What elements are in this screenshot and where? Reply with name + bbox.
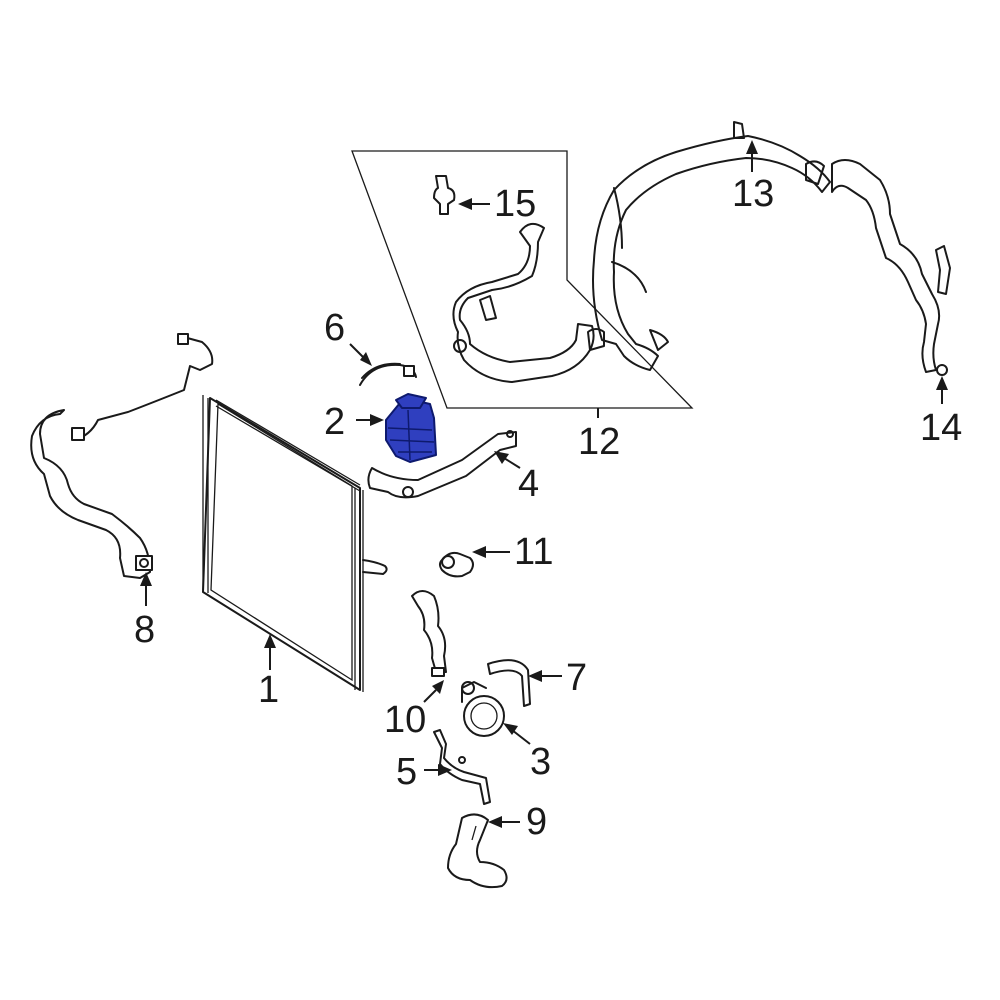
callout-13: 13 [732, 173, 774, 215]
fitting-part-11[interactable] [439, 551, 474, 578]
radiator-part-1[interactable] [202, 395, 388, 692]
callout-11: 11 [514, 531, 553, 573]
callout-6: 6 [324, 307, 345, 349]
hose-group-outline [351, 150, 694, 409]
callout-8: 8 [134, 609, 155, 651]
hose-part-13[interactable] [592, 121, 831, 371]
hose-part-8[interactable] [30, 333, 214, 579]
callout-5: 5 [396, 751, 417, 793]
bracket-part-4[interactable] [367, 430, 517, 499]
callout-12: 12 [578, 421, 620, 463]
callout-10: 10 [384, 699, 426, 741]
callout-15: 15 [494, 183, 536, 225]
callout-4: 4 [518, 463, 539, 505]
callout-3: 3 [530, 741, 551, 783]
callout-1: 1 [258, 669, 279, 711]
callout-14: 14 [920, 407, 962, 449]
clip-part-6[interactable] [359, 362, 417, 386]
hose-part-12[interactable] [452, 222, 605, 383]
sensor-part-15[interactable] [433, 175, 456, 215]
callout-7: 7 [566, 657, 587, 699]
pump-part-3[interactable] [461, 681, 505, 737]
highlighted-part-2[interactable] [385, 393, 437, 463]
clip-part-7[interactable] [487, 659, 531, 707]
callout-9: 9 [526, 801, 547, 843]
callout-2: 2 [324, 401, 345, 443]
hose-part-9[interactable] [447, 813, 508, 889]
hose-part-10[interactable] [411, 590, 447, 677]
hose-part-14[interactable] [831, 159, 951, 376]
